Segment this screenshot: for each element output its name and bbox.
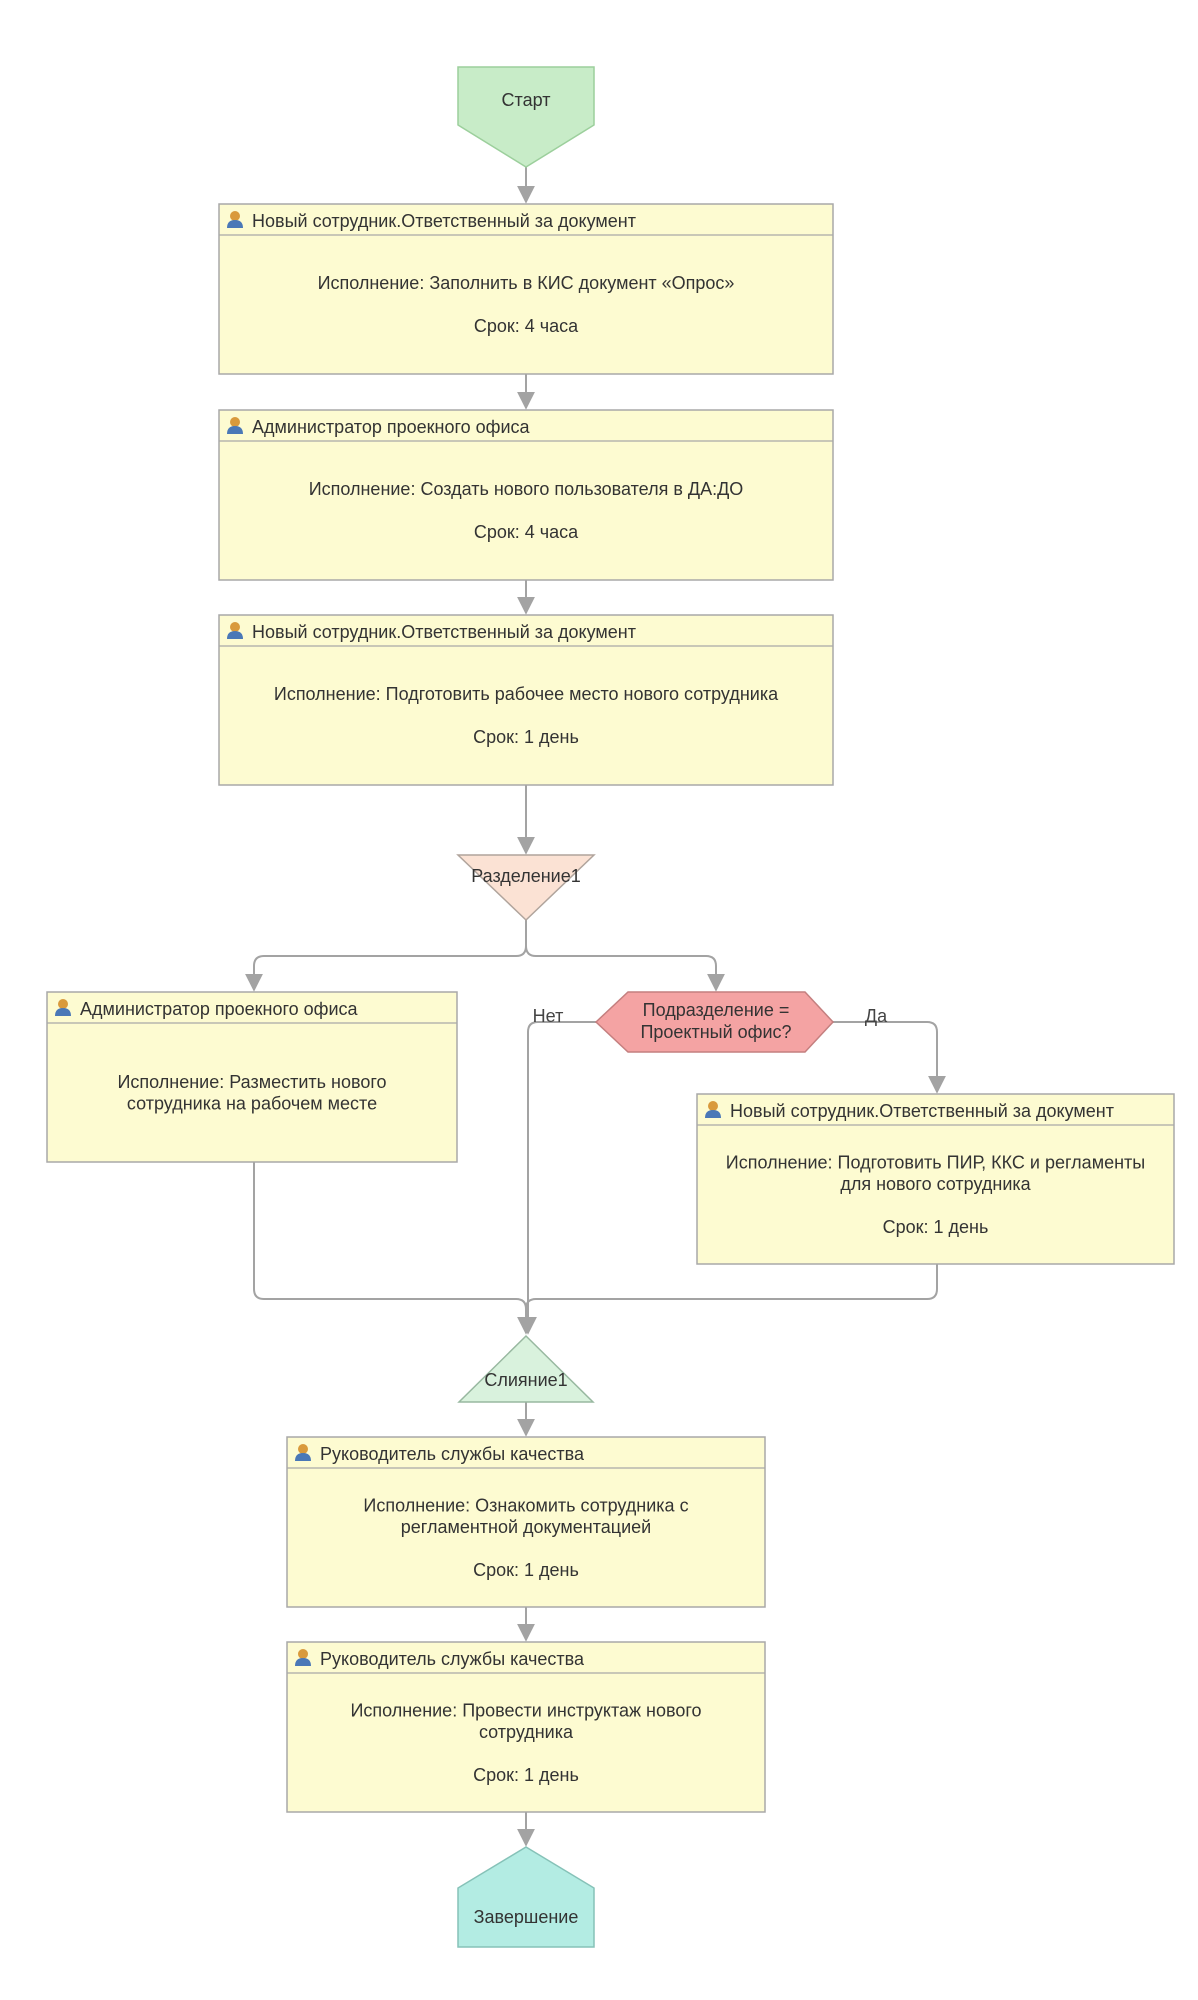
start-node[interactable]: Старт bbox=[457, 66, 595, 168]
merge-gateway[interactable]: Слияние1 bbox=[457, 1334, 595, 1403]
task-line: Исполнение: Подготовить рабочее место но… bbox=[274, 684, 779, 704]
task-role: Новый сотрудник.Ответственный за докумен… bbox=[730, 1101, 1114, 1121]
task-line: Срок: 1 день bbox=[473, 1560, 579, 1580]
task-line: Срок: 4 часа bbox=[474, 316, 579, 336]
task-box[interactable]: Новый сотрудник.Ответственный за докумен… bbox=[218, 614, 834, 786]
task-box-frame bbox=[286, 1641, 766, 1813]
task-box-frame bbox=[218, 614, 834, 786]
task-role: Администратор проекного офиса bbox=[80, 999, 359, 1019]
user-icon bbox=[295, 1444, 311, 1461]
user-icon bbox=[227, 622, 243, 639]
task-line: сотрудника bbox=[479, 1722, 574, 1742]
condition-shape bbox=[594, 991, 835, 1053]
split-shape bbox=[456, 854, 596, 922]
task-line: Срок: 4 часа bbox=[474, 522, 579, 542]
edge-split-task4 bbox=[245, 920, 527, 992]
task-box-frame bbox=[46, 991, 458, 1163]
task-line: регламентной документацией bbox=[401, 1517, 651, 1537]
condition-node[interactable]: Подразделение =Проектный офис? bbox=[594, 991, 835, 1053]
task-box-frame bbox=[218, 409, 834, 581]
task-role: Новый сотрудник.Ответственный за докумен… bbox=[252, 211, 636, 231]
merge-shape bbox=[457, 1334, 595, 1403]
task-line: Срок: 1 день bbox=[883, 1217, 989, 1237]
task-line: Исполнение: Ознакомить сотрудника с bbox=[363, 1495, 688, 1515]
user-icon bbox=[55, 999, 71, 1016]
edge-task5-merge bbox=[525, 1264, 938, 1310]
merge-label: Слияние1 bbox=[484, 1370, 567, 1390]
connectors bbox=[245, 167, 946, 1847]
task-line: Срок: 1 день bbox=[473, 1765, 579, 1785]
edge-condition-no-merge bbox=[519, 1021, 596, 1335]
end-node[interactable]: Завершение bbox=[457, 1846, 595, 1948]
task-line: для нового сотрудника bbox=[840, 1174, 1031, 1194]
edge-split-condition bbox=[525, 945, 725, 992]
task-box-frame bbox=[218, 203, 834, 375]
task-line: сотрудника на рабочем месте bbox=[127, 1093, 377, 1113]
task-line: Исполнение: Провести инструктаж нового bbox=[350, 1700, 701, 1720]
user-icon bbox=[227, 211, 243, 228]
end-label: Завершение bbox=[474, 1907, 579, 1927]
task-role: Руководитель службы качества bbox=[320, 1649, 585, 1669]
task-line: Исполнение: Разместить нового bbox=[117, 1072, 386, 1092]
task-box-frame bbox=[286, 1436, 766, 1608]
task-line: Исполнение: Создать нового пользователя … bbox=[309, 479, 744, 499]
end-shape bbox=[457, 1846, 595, 1948]
start-label: Старт bbox=[502, 90, 551, 110]
edge-task4-merge bbox=[253, 1162, 535, 1335]
edge-condition-yes-task5 bbox=[833, 1021, 946, 1094]
edge-labels: Нет Да bbox=[533, 1006, 888, 1026]
task-box[interactable]: Руководитель службы качестваИсполнение: … bbox=[286, 1641, 766, 1813]
task-box[interactable]: Администратор проекного офисаИсполнение:… bbox=[46, 991, 458, 1163]
task-box[interactable]: Новый сотрудник.Ответственный за докумен… bbox=[696, 1093, 1175, 1265]
condition-line: Проектный офис? bbox=[640, 1022, 791, 1042]
edge-label-yes: Да bbox=[865, 1006, 888, 1026]
user-icon bbox=[295, 1649, 311, 1666]
task-box[interactable]: Руководитель службы качестваИсполнение: … bbox=[286, 1436, 766, 1608]
task-box[interactable]: Новый сотрудник.Ответственный за докумен… bbox=[218, 203, 834, 375]
task-role: Руководитель службы качества bbox=[320, 1444, 585, 1464]
split-label: Разделение1 bbox=[471, 866, 581, 886]
task-role: Администратор проекного офиса bbox=[252, 417, 531, 437]
user-icon bbox=[227, 417, 243, 434]
edge-label-no: Нет bbox=[533, 1006, 564, 1026]
task-line: Исполнение: Заполнить в КИС документ «Оп… bbox=[318, 273, 735, 293]
split-gateway[interactable]: Разделение1 bbox=[456, 854, 596, 922]
start-shape bbox=[457, 66, 595, 168]
task-box[interactable]: Администратор проекного офисаИсполнение:… bbox=[218, 409, 834, 581]
task-box-frame bbox=[696, 1093, 1175, 1265]
task-line: Срок: 1 день bbox=[473, 727, 579, 747]
task-line: Исполнение: Подготовить ПИР, ККС и регла… bbox=[726, 1152, 1145, 1172]
task-role: Новый сотрудник.Ответственный за докумен… bbox=[252, 622, 636, 642]
condition-line: Подразделение = bbox=[643, 1000, 790, 1020]
user-icon bbox=[705, 1101, 721, 1118]
